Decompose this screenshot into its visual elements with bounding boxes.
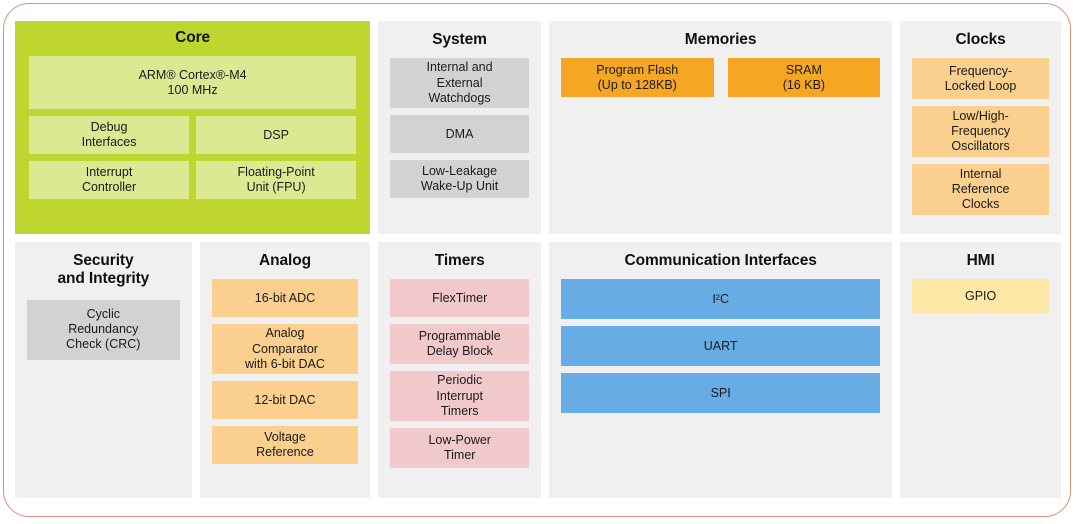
block-i2c[interactable]: I²C	[561, 279, 881, 320]
section-communication-blocks: I²C UART SPI	[561, 279, 881, 414]
section-communication-title: Communication Interfaces	[624, 252, 817, 269]
section-clocks-title: Clocks	[955, 31, 1006, 48]
section-system-title: System	[432, 31, 487, 48]
block-arm-cortex-m4[interactable]: ARM® Cortex®-M4 100 MHz	[29, 56, 357, 110]
section-memories-blocks: Program Flash(Up to 128KB) SRAM(16 KB)	[560, 58, 881, 98]
section-security-title-line1: Security	[73, 252, 134, 269]
section-clocks-blocks: Frequency-Locked Loop Low/High-Frequency…	[912, 58, 1049, 216]
block-12-bit-dac[interactable]: 12-bit DAC	[211, 381, 359, 420]
section-hmi: HMI GPIO	[900, 242, 1062, 498]
block-uart[interactable]: UART	[561, 326, 881, 367]
block-program-flash[interactable]: Program Flash(Up to 128KB)	[560, 58, 714, 98]
block-gpio[interactable]: GPIO	[912, 279, 1050, 314]
block-spi[interactable]: SPI	[561, 373, 881, 414]
block-sram[interactable]: SRAM(16 KB)	[727, 58, 881, 98]
block-frequency-locked-loop[interactable]: Frequency-Locked Loop	[912, 58, 1049, 100]
section-clocks: Clocks Frequency-Locked Loop Low/High-Fr…	[900, 21, 1061, 234]
section-analog-title: Analog	[259, 252, 311, 269]
block-dsp[interactable]: DSP	[196, 116, 357, 155]
section-communication: Communication Interfaces I²C UART SPI	[549, 242, 893, 498]
section-timers-title: Timers	[434, 252, 485, 269]
section-memories-title: Memories	[684, 31, 757, 48]
section-core-title: Core	[175, 29, 211, 46]
block-arm-cortex-m4-label: ARM® Cortex®-M4 100 MHz	[139, 68, 247, 99]
section-hmi-blocks: GPIO	[912, 279, 1050, 314]
section-hmi-title: HMI	[966, 252, 995, 269]
block-flextimer[interactable]: FlexTimer	[390, 279, 530, 318]
section-memories: Memories Program Flash(Up to 128KB) SRAM…	[548, 21, 893, 234]
block-dma[interactable]: DMA	[390, 115, 529, 154]
block-arm-cortex-m4-line1: ARM® Cortex®-M4	[138, 67, 247, 82]
section-security-title-line2: and Integrity	[57, 270, 150, 288]
block-arm-cortex-m4-line2: 100 MHz	[167, 82, 218, 97]
block-16-bit-adc[interactable]: 16-bit ADC	[211, 279, 359, 318]
section-security-title: Security and Integrity	[27, 252, 180, 289]
